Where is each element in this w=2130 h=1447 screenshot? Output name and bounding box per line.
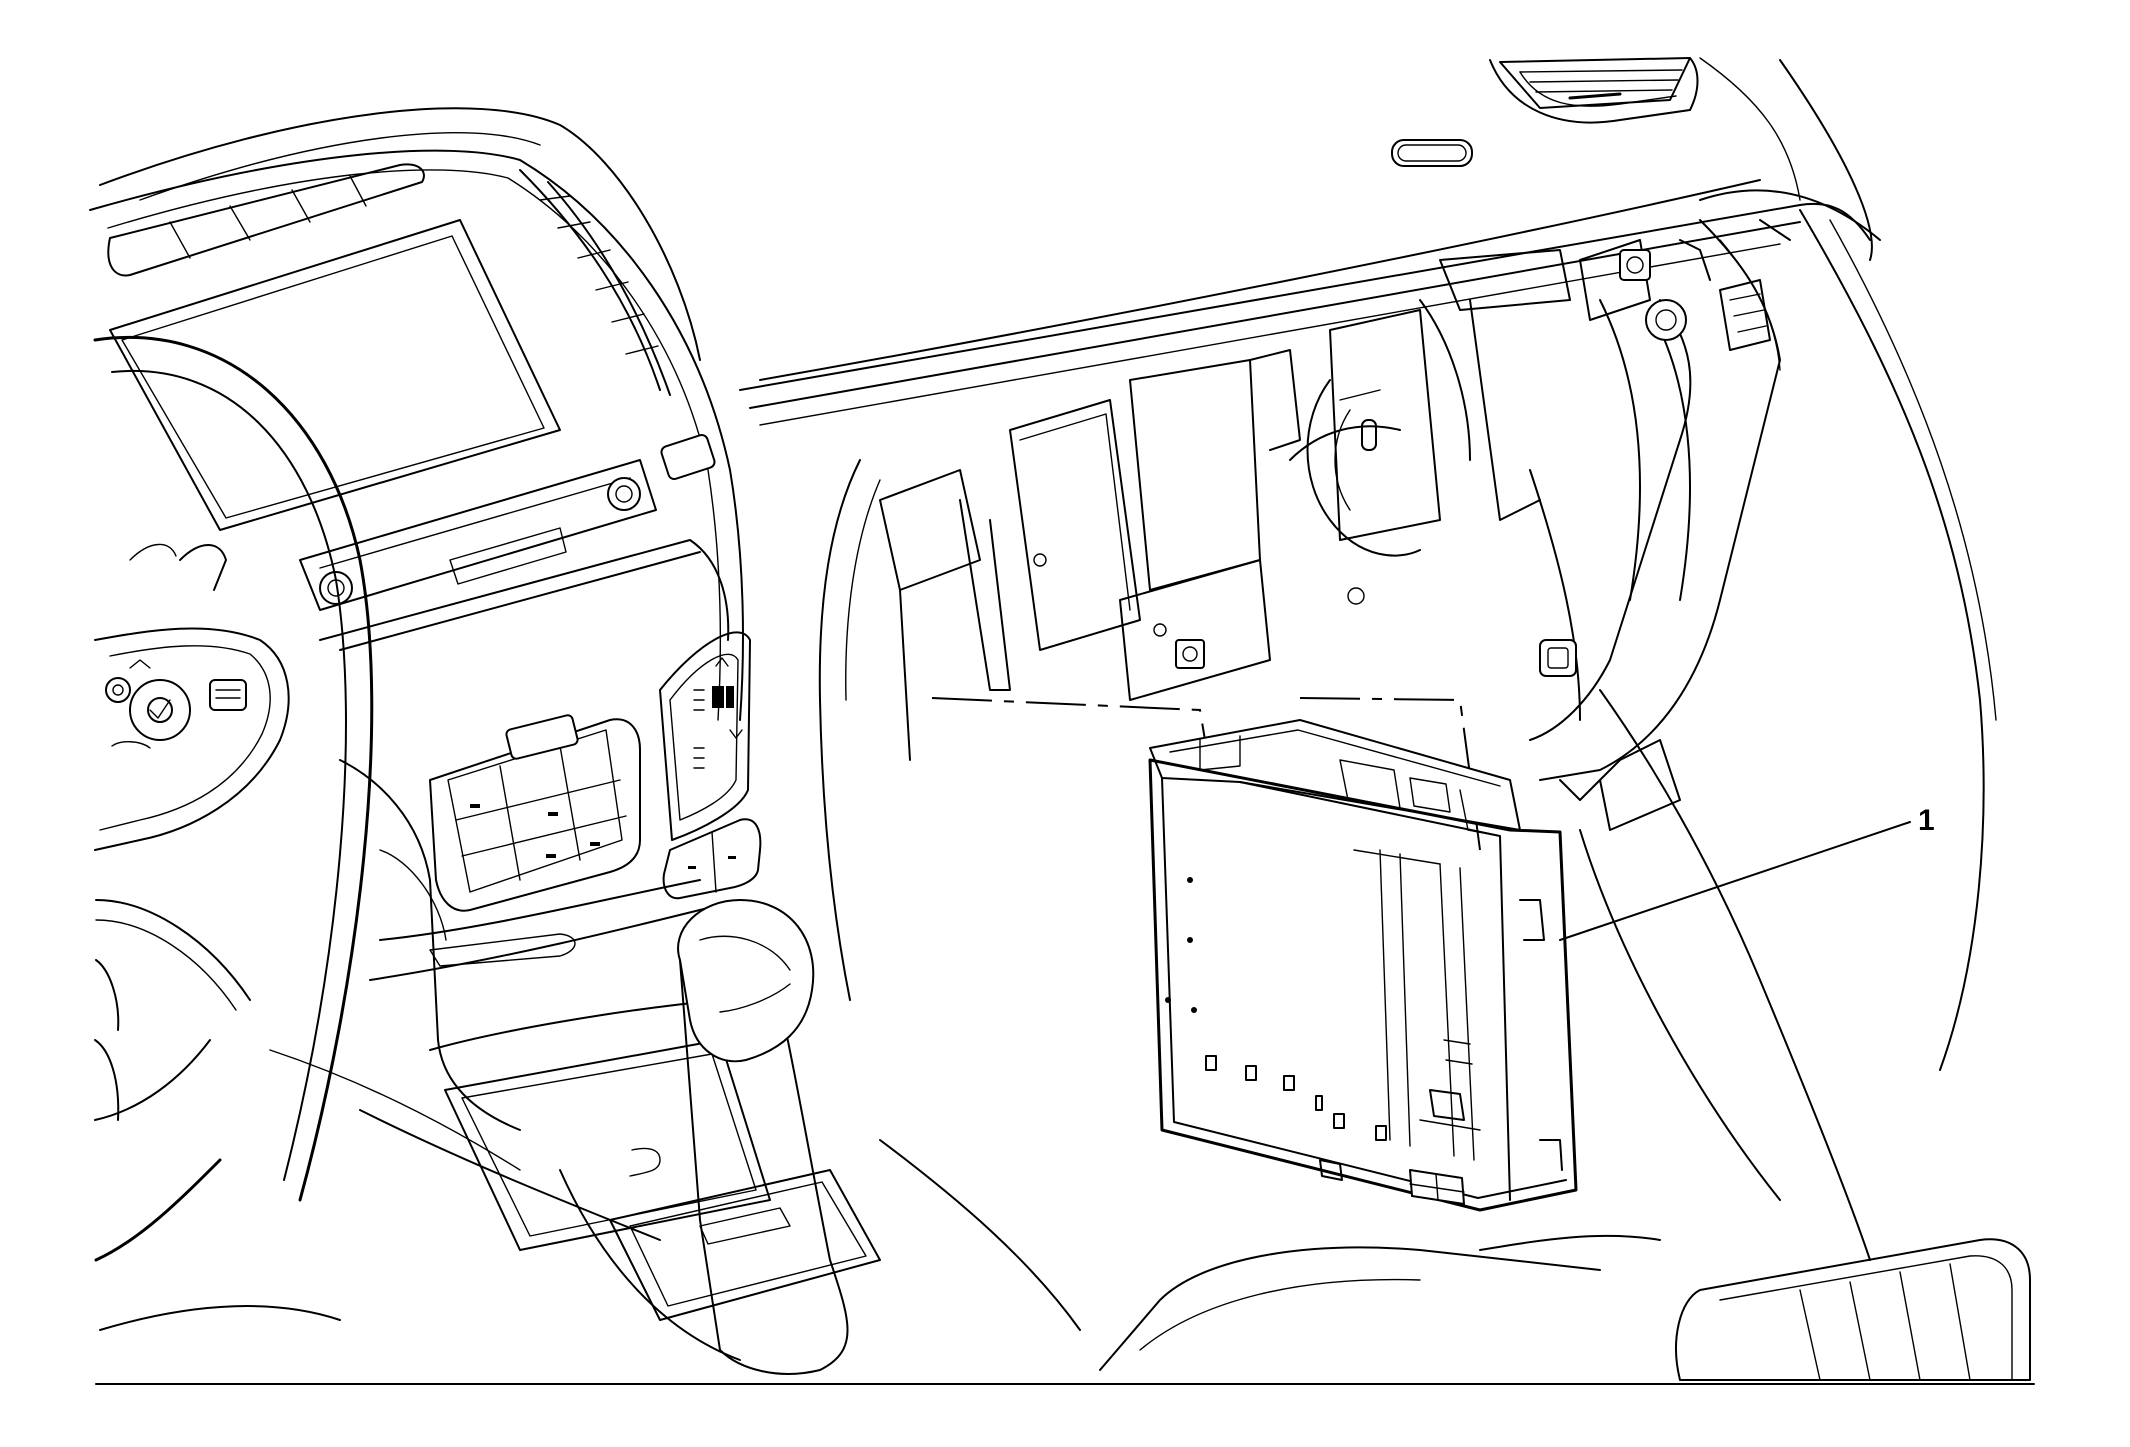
floor-console bbox=[429, 899, 1601, 1375]
left-lower-trim bbox=[99, 759, 661, 1331]
callout-leader-line bbox=[1559, 821, 1911, 941]
airbag-emblem bbox=[1391, 139, 1473, 167]
electronic-control-module bbox=[1148, 719, 1578, 1212]
steering-wheel bbox=[93, 335, 374, 1262]
center-upper-vent bbox=[1499, 57, 1691, 109]
callout-1: 1 bbox=[1559, 804, 1935, 941]
dash-support-structure bbox=[818, 189, 2031, 1381]
instrument-panel-upper bbox=[99, 57, 1873, 426]
center-stack bbox=[89, 149, 762, 981]
callout-number: 1 bbox=[1918, 804, 1935, 837]
